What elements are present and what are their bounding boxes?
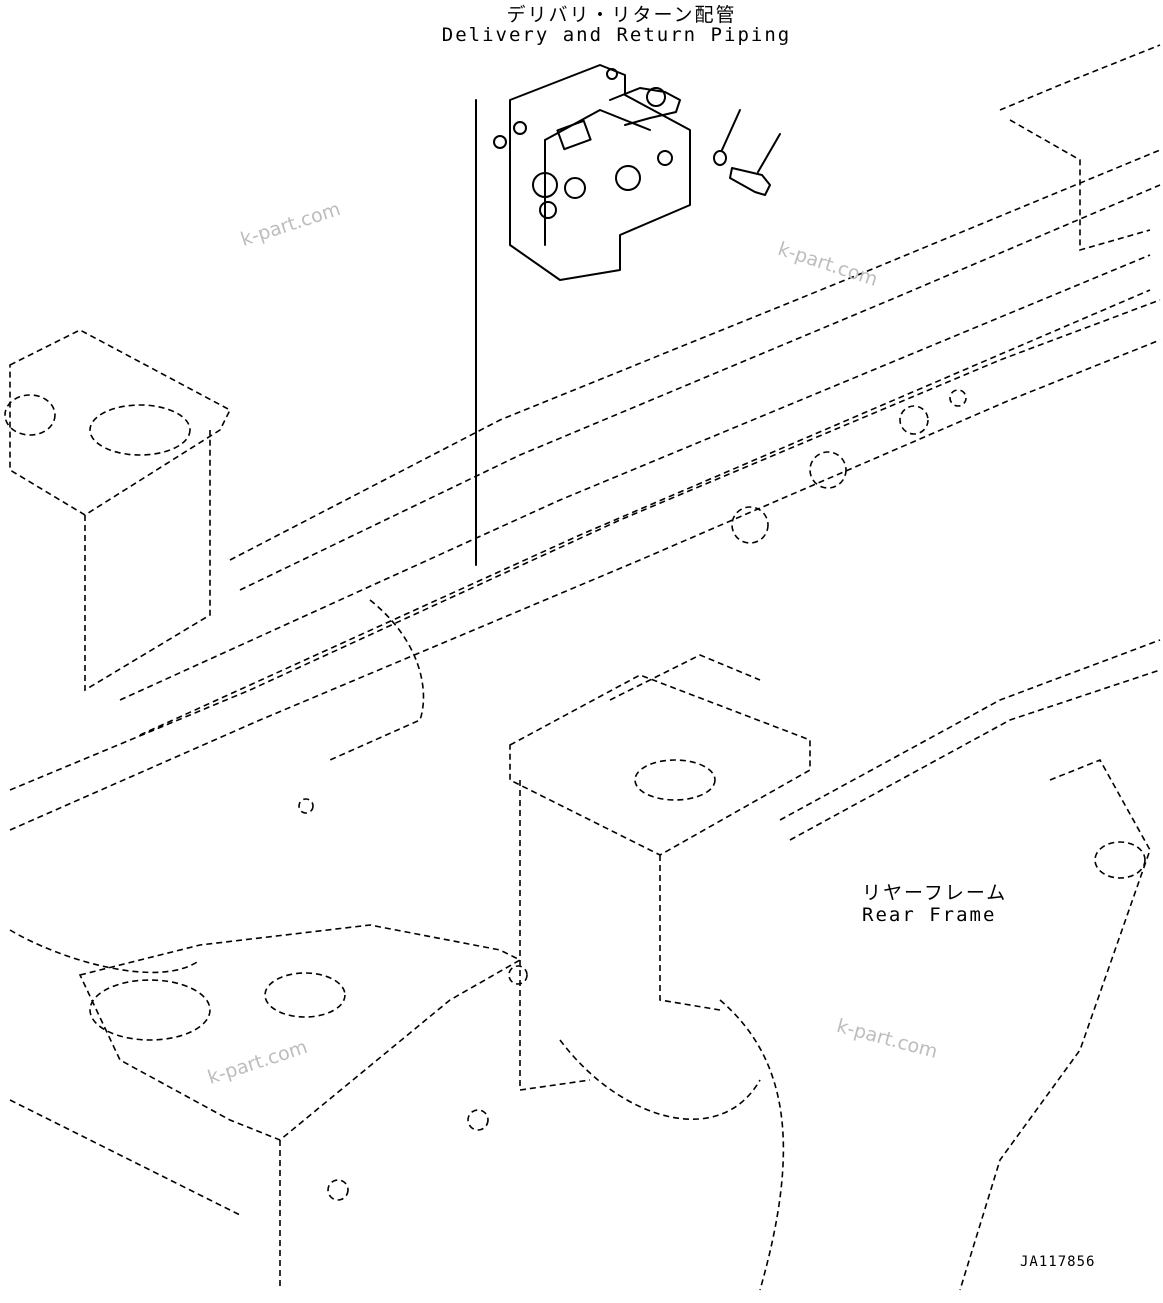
right-frame bbox=[779, 44, 1161, 1291]
curved-members bbox=[9, 389, 967, 1291]
rear-frame-label-english: Rear Frame bbox=[862, 904, 997, 926]
rear-frame-box bbox=[509, 654, 811, 1091]
frame-rail-upper bbox=[9, 149, 1161, 831]
lower-left-plate bbox=[9, 924, 522, 1290]
drawing-code: JA117856 bbox=[1020, 1254, 1096, 1270]
washer-and-bolt bbox=[713, 109, 781, 196]
title-english: Delivery and Return Piping bbox=[441, 24, 792, 46]
left-upper-block bbox=[4, 329, 232, 692]
rear-frame-label-japanese: リヤーフレーム bbox=[862, 882, 1008, 904]
control-valve bbox=[493, 64, 691, 281]
title-japanese: デリバリ・リターン配管 bbox=[506, 4, 737, 26]
